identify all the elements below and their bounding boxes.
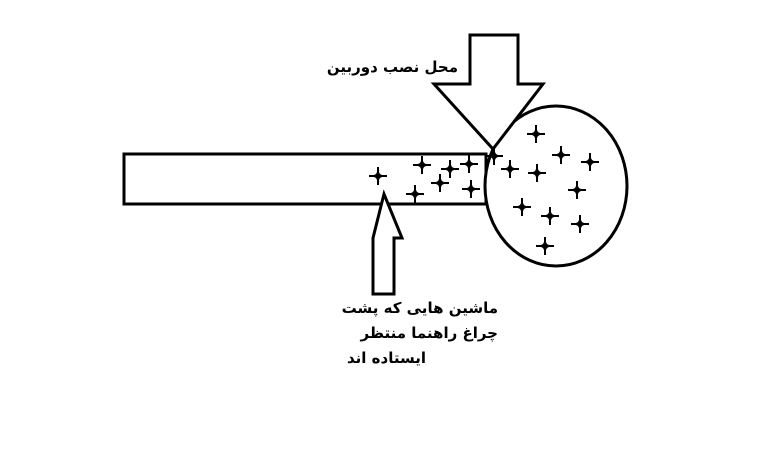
camera-arrow-icon <box>430 33 547 152</box>
waiting-cars-label: ماشین هایی که پشت چراغ راهنما منتظر ایست… <box>342 296 498 371</box>
camera-location-label: محل نصب دوربین <box>326 58 458 76</box>
road-rectangle <box>122 152 488 206</box>
queue-arrow-icon <box>371 189 405 296</box>
waiting-cars-label-line: ماشین هایی که پشت <box>341 299 498 317</box>
waiting-cars-label-line: چراغ راهنما منتظر <box>360 324 498 342</box>
intersection-circle <box>483 104 629 268</box>
waiting-cars-label-line: ایستاده اند <box>346 349 426 367</box>
